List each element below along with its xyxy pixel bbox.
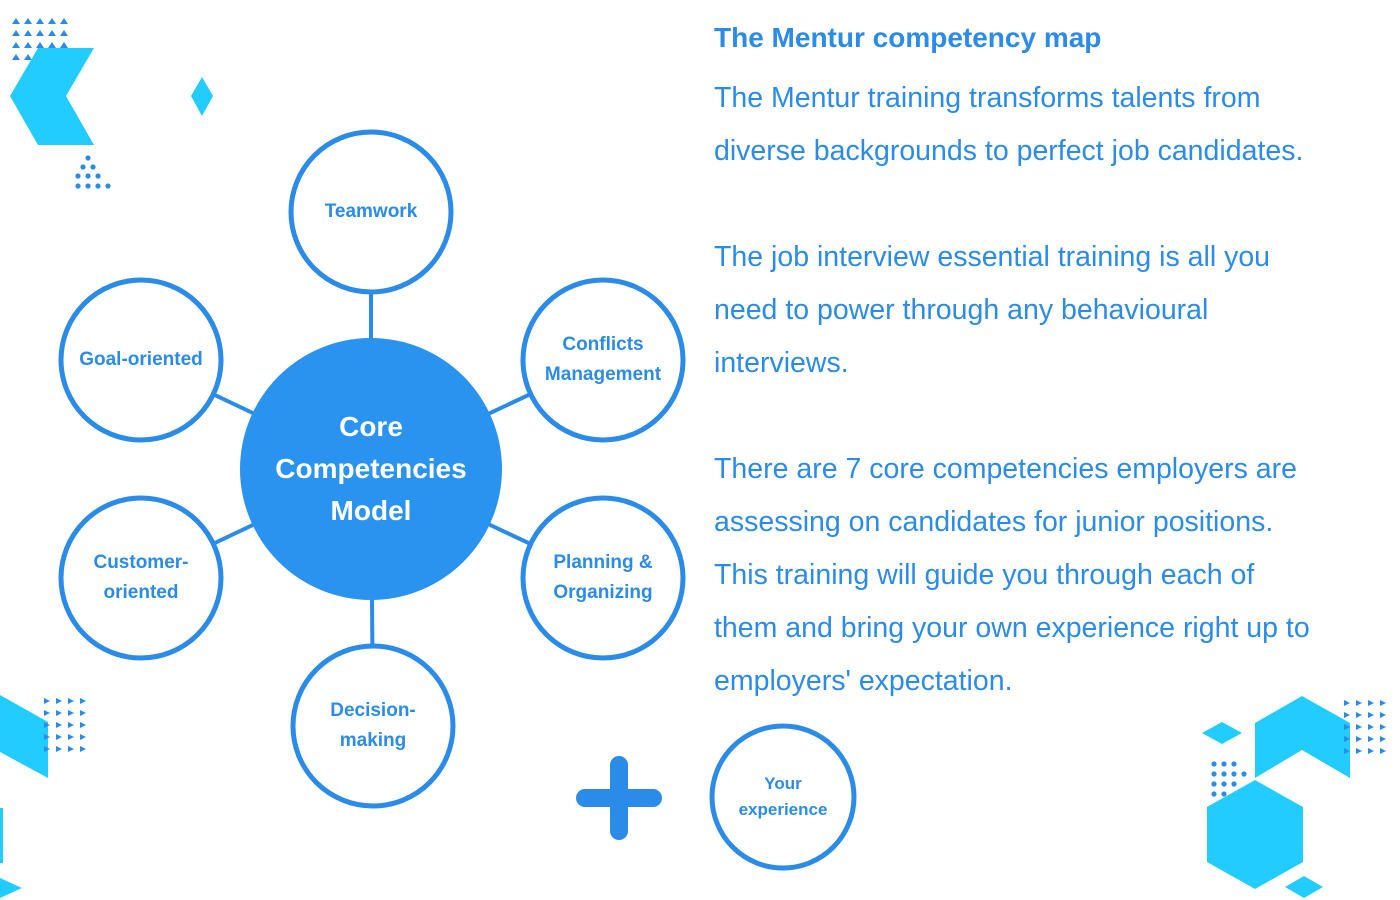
node-planning-organizing	[520, 495, 686, 661]
triangle-pattern-bottom-right	[1344, 700, 1386, 754]
paragraph-competencies: There are 7 core competencies employers …	[714, 453, 1310, 697]
triangle-pattern-top-left	[12, 18, 68, 60]
node-goal-oriented	[58, 277, 224, 443]
diamond-shape-bottom-right-top	[1202, 722, 1242, 744]
dot-pattern-bottom-right	[1211, 761, 1247, 797]
bar-shape-bottom-left	[0, 808, 3, 863]
triangle-shape-bottom-left	[0, 878, 22, 898]
hexagon-shape-bottom-right-top	[1255, 696, 1350, 778]
diamond-shape-bottom-right-bottom	[1285, 876, 1323, 898]
paragraph-interview: The job interview essential training is …	[714, 241, 1271, 379]
dot-pattern-top-left	[75, 155, 111, 189]
competency-nodes	[58, 129, 686, 809]
node-label-conflicts-management: Conflicts Management	[544, 334, 662, 385]
diamond-shape	[191, 77, 213, 116]
hexagon-shape-bottom-left	[0, 695, 48, 778]
paragraph-intro: The Mentur training transforms talents f…	[714, 82, 1304, 167]
node-decision-making	[290, 643, 456, 809]
center-node	[240, 338, 502, 600]
node-label-goal-oriented: Goal-oriented	[79, 349, 203, 370]
decorative-shapes	[0, 18, 1386, 898]
node-customer-oriented	[58, 495, 224, 661]
node-label-decision-making: Decision- making	[330, 700, 416, 751]
node-label-planning-organizing: Planning & Organizing	[553, 552, 653, 603]
panel-title: The Mentur competency map	[714, 22, 1102, 53]
hexagon-shape-bottom-right	[1207, 780, 1303, 889]
node-label-customer-oriented: Customer- oriented	[93, 552, 189, 603]
description-panel: The Mentur competency map The Mentur tra…	[714, 18, 1384, 708]
experience-node	[709, 723, 857, 871]
node-conflicts-management	[520, 277, 686, 443]
center-label: Core Competencies Model	[275, 411, 467, 526]
experience-label: Your experience	[738, 774, 828, 819]
triangle-pattern-bottom-left	[44, 698, 86, 752]
node-label-teamwork: Teamwork	[324, 201, 418, 222]
node-teamwork	[288, 129, 454, 295]
chevron-left-shape	[10, 48, 94, 145]
plus-icon	[576, 756, 662, 840]
